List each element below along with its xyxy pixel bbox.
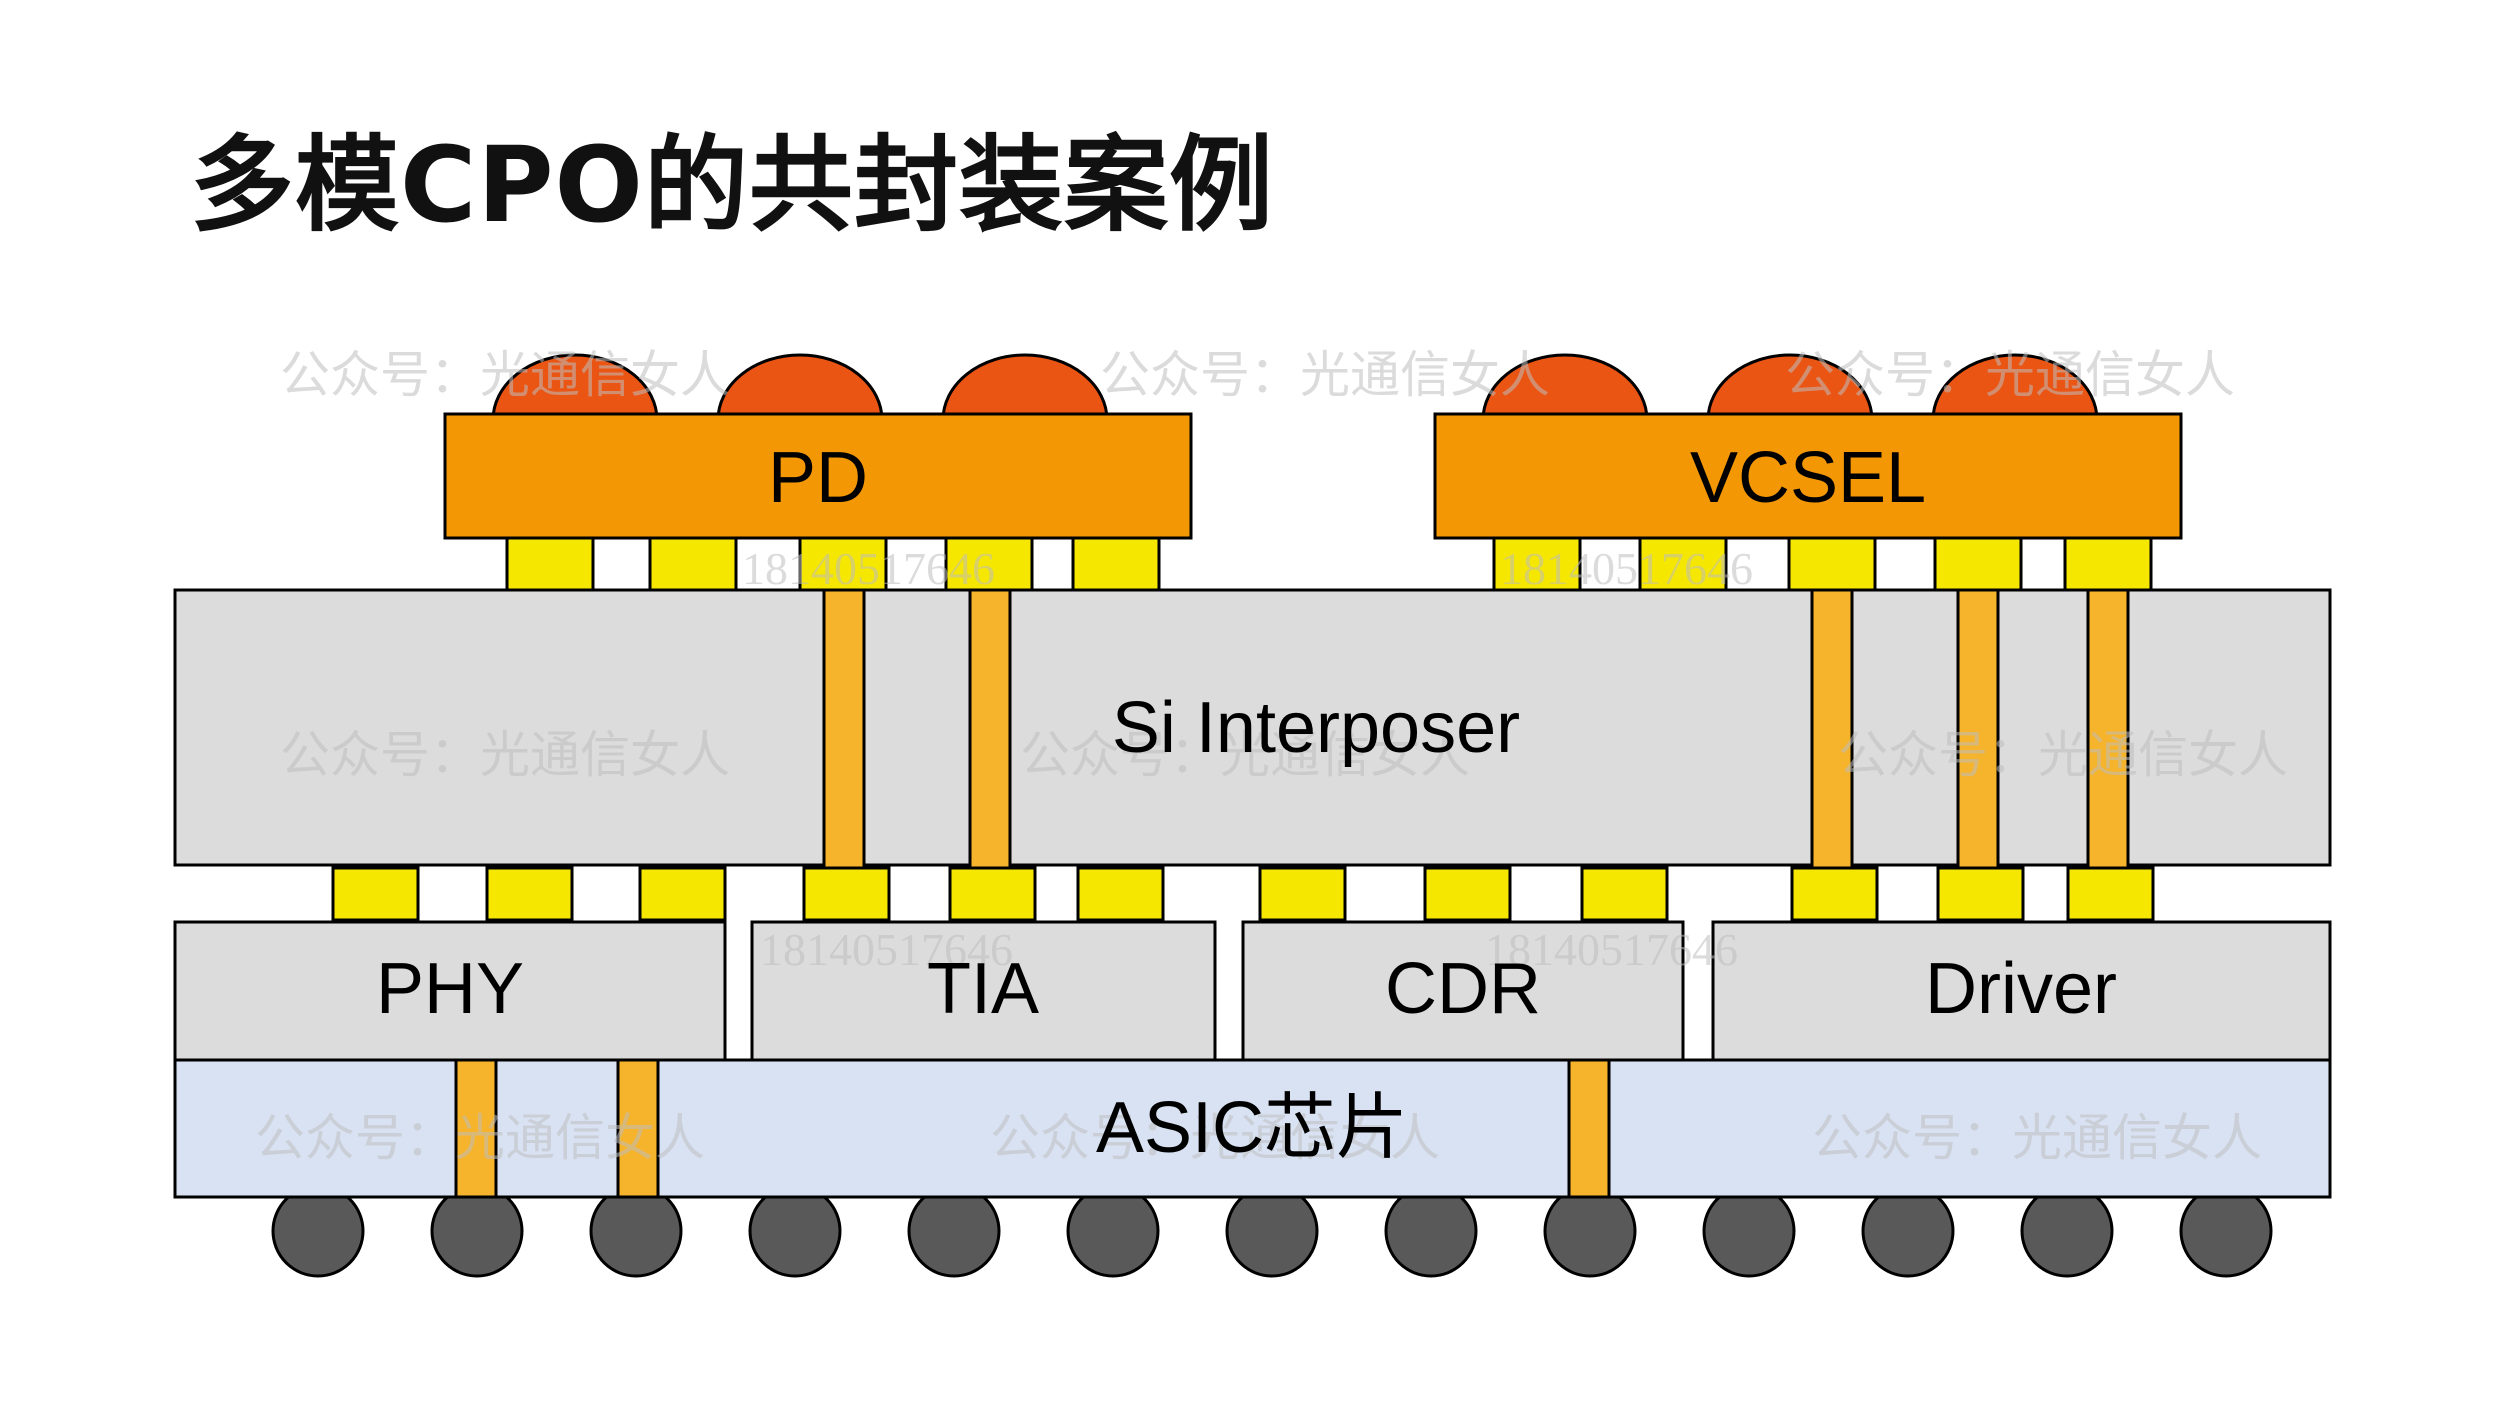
microbump [1423, 866, 1512, 922]
solder-ball [271, 1184, 365, 1278]
microbump [802, 866, 891, 922]
microbump [485, 866, 574, 922]
watermark-text: 公众号：光通信女人 [280, 726, 730, 784]
solder-ball [2020, 1184, 2114, 1278]
watermark-phone: 18140517646 [1500, 543, 1753, 594]
pd-chip [443, 412, 1193, 540]
upper-microbumps [505, 536, 2153, 592]
driver-label: Driver [1925, 949, 2117, 1029]
microbump [1790, 866, 1879, 922]
watermark-text: 公众号：光通信女人 [255, 1109, 705, 1167]
tsv [1567, 1058, 1611, 1199]
driver-die [1711, 920, 2332, 1062]
watermark-text: 公众号：光通信女人 [1100, 346, 1550, 404]
solder-ball [748, 1184, 842, 1278]
microbump [1933, 536, 2023, 592]
watermarks: 公众号：光通信女人 公众号：光通信女人 公众号：光通信女人 公众号：光通信女人 … [255, 346, 2288, 1167]
cdr-die [1241, 920, 1685, 1062]
watermark-text: 公众号：光通信女人 [280, 346, 730, 404]
microbump [1076, 866, 1165, 922]
phy-die [173, 920, 727, 1062]
watermark-text: 公众号：光通信女人 [1812, 1109, 2262, 1167]
lower-microbumps [331, 866, 2155, 922]
tsv [968, 588, 1012, 870]
solder-ball [1861, 1184, 1955, 1278]
phy-label: PHY [376, 949, 524, 1029]
watermark-phone: 18140517646 [760, 924, 1013, 975]
watermark-text: 公众号：光通信女人 [1838, 726, 2288, 784]
tia-label: TIA [927, 949, 1039, 1029]
tsv [616, 1058, 660, 1199]
microbump [331, 866, 420, 922]
tsv [1810, 588, 1854, 870]
microbump [944, 536, 1034, 592]
microbump [948, 866, 1037, 922]
watermark-phone: 18140517646 [1485, 924, 1738, 975]
solder-ball [907, 1184, 1001, 1278]
microbump [1492, 536, 1582, 592]
microbump [1936, 866, 2025, 922]
interposer-label: Si Interposer [1112, 688, 1520, 768]
solder-ball [430, 1184, 524, 1278]
watermark-text: 公众号：光通信女人 [1785, 346, 2235, 404]
microbump [798, 536, 888, 592]
microbump [1580, 866, 1669, 922]
watermark-text: 公众号：光通信女人 [1020, 726, 1470, 784]
solder-ball [1225, 1184, 1319, 1278]
solder-ball [1543, 1184, 1637, 1278]
asic-label: ASIC芯片 [1096, 1088, 1408, 1168]
tia-die [750, 920, 1217, 1062]
vcsel-chip [1433, 412, 2183, 540]
solder-ball [2179, 1184, 2273, 1278]
tsv [454, 1058, 498, 1199]
solder-ball [589, 1184, 683, 1278]
pd-label: PD [768, 438, 868, 518]
vcsel-label: VCSEL [1690, 438, 1926, 518]
interposer-tsvs [822, 588, 2130, 870]
tsv [822, 588, 866, 870]
tsv [2086, 588, 2130, 870]
solder-ball [1066, 1184, 1160, 1278]
microbump [638, 866, 727, 922]
asic-chip [173, 1058, 2332, 1199]
microbump [1258, 866, 1347, 922]
microbump [1787, 536, 1877, 592]
page-title: 多模CPO的共封装案例 [190, 124, 1274, 246]
microbump [2063, 536, 2153, 592]
solder-ball [1702, 1184, 1796, 1278]
asic-tsvs [454, 1058, 1611, 1199]
microbump [505, 536, 595, 592]
microbump [2066, 866, 2155, 922]
microbump [648, 536, 738, 592]
microbump [1071, 536, 1161, 592]
watermark-text: 公众号：光通信女人 [990, 1109, 1440, 1167]
cdr-label: CDR [1385, 949, 1541, 1029]
solder-ball [1384, 1184, 1478, 1278]
solder-balls [271, 1184, 2273, 1278]
watermark-phone: 18140517646 [742, 543, 995, 594]
component-labels: PD VCSEL Si Interposer PHY TIA CDR Drive… [376, 438, 2117, 1168]
